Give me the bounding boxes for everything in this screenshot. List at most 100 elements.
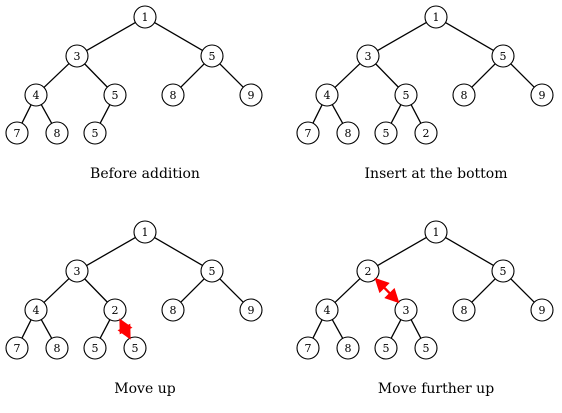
tree-edge: [99, 319, 111, 339]
tree-node: 1: [133, 5, 157, 29]
tree-edge: [445, 236, 494, 267]
node-circle: [452, 298, 476, 322]
tree-edge: [180, 278, 205, 303]
node-circle: [45, 336, 69, 360]
node-circle: [424, 220, 448, 244]
node-label: 5: [383, 342, 390, 355]
tree-node: 3: [65, 259, 89, 283]
node-circle: [315, 83, 339, 107]
node-circle: [45, 121, 69, 145]
node-circle: [161, 298, 185, 322]
node-label: 8: [54, 342, 61, 355]
node-circle: [65, 259, 89, 283]
node-circle: [296, 121, 320, 145]
tree-node: 7: [296, 336, 320, 360]
tree-edge: [154, 21, 203, 52]
node-circle: [491, 259, 515, 283]
node-label: 8: [345, 127, 352, 140]
node-circle: [239, 83, 263, 107]
node-label: 5: [423, 342, 430, 355]
tree-edge: [375, 63, 399, 88]
node-label: 9: [539, 304, 546, 317]
tree-node: 5: [491, 259, 515, 283]
node-circle: [530, 298, 554, 322]
node-label: 5: [209, 50, 216, 63]
tree-edge: [471, 63, 496, 88]
tree-node: 2: [414, 121, 438, 145]
node-label: 5: [112, 89, 119, 102]
tree-edge: [334, 278, 361, 303]
node-label: 1: [433, 11, 440, 24]
swap-arrow: [117, 318, 133, 340]
tree-node: 3: [65, 44, 89, 68]
node-label: 3: [365, 50, 372, 63]
tree-edge: [99, 104, 111, 124]
tree-node: 8: [45, 336, 69, 360]
node-label: 7: [14, 342, 21, 355]
node-label: 2: [112, 304, 119, 317]
panel-caption: Before addition: [90, 166, 200, 182]
tree-edge: [390, 104, 402, 124]
tree-node: 9: [530, 298, 554, 322]
tree-node: 5: [83, 336, 107, 360]
node-circle: [414, 336, 438, 360]
tree-edge: [154, 236, 203, 267]
node-label: 8: [54, 127, 61, 140]
tree-edge: [510, 63, 535, 88]
panel-caption: Move further up: [378, 381, 494, 397]
node-circle: [356, 44, 380, 68]
node-label: 8: [461, 89, 468, 102]
tree-node: 4: [24, 298, 48, 322]
tree-node: 3: [356, 44, 380, 68]
tree-node: 5: [200, 44, 224, 68]
node-circle: [200, 259, 224, 283]
node-circle: [24, 298, 48, 322]
node-circle: [424, 5, 448, 29]
node-label: 2: [423, 127, 430, 140]
node-label: 4: [33, 89, 40, 102]
tree-edge: [390, 319, 402, 339]
node-circle: [133, 5, 157, 29]
node-circle: [530, 83, 554, 107]
node-label: 4: [324, 89, 331, 102]
tree-node: 5: [491, 44, 515, 68]
tree-node: 4: [24, 83, 48, 107]
node-label: 3: [74, 50, 81, 63]
node-label: 1: [142, 226, 149, 239]
tree-edge: [43, 63, 70, 88]
tree-node: 5: [200, 259, 224, 283]
tree-edge: [40, 104, 53, 124]
tree-node: 2: [356, 259, 380, 283]
tree-node: 9: [239, 83, 263, 107]
tree-edge: [510, 278, 535, 303]
node-circle: [83, 121, 107, 145]
node-label: 1: [433, 226, 440, 239]
tree-edge: [86, 21, 136, 52]
node-circle: [394, 298, 418, 322]
tree-edge: [84, 278, 108, 303]
node-circle: [65, 44, 89, 68]
node-circle: [239, 298, 263, 322]
tree-edge: [331, 319, 344, 339]
node-label: 5: [209, 265, 216, 278]
tree-edge: [86, 236, 136, 267]
node-circle: [336, 121, 360, 145]
node-circle: [336, 336, 360, 360]
node-label: 5: [500, 50, 507, 63]
tree-edge: [21, 104, 32, 124]
node-circle: [103, 298, 127, 322]
node-circle: [374, 336, 398, 360]
node-label: 3: [74, 265, 81, 278]
node-label: 5: [383, 127, 390, 140]
tree-node: 8: [161, 298, 185, 322]
tree-node: 3: [394, 298, 418, 322]
tree-node: 2: [103, 298, 127, 322]
node-label: 8: [461, 304, 468, 317]
tree-node: 5: [103, 83, 127, 107]
node-label: 4: [33, 304, 40, 317]
tree-node: 8: [452, 83, 476, 107]
node-label: 8: [170, 89, 177, 102]
